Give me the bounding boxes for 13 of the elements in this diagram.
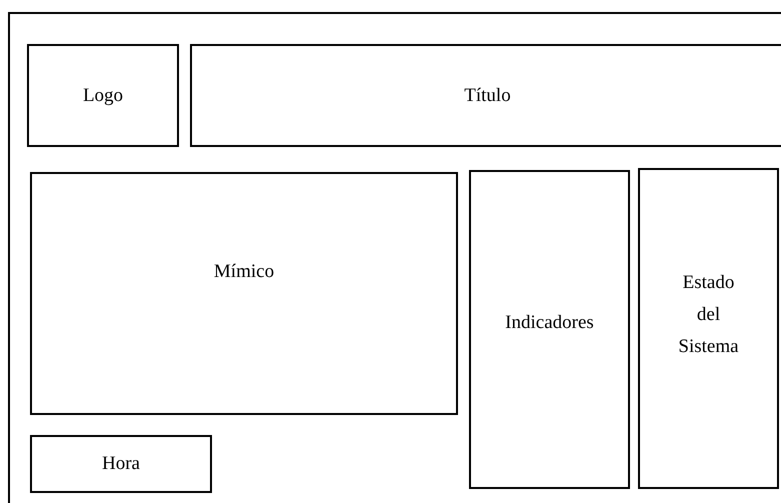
panel-label: Título [464,84,511,108]
panel-label: Mímico [214,260,274,284]
layout-panel [469,170,630,489]
layout-panel [638,168,779,489]
layout-panel [27,44,179,147]
layout-panel [190,44,781,147]
panel-label: Estado del Sistema [677,270,740,358]
panel-label: Logo [82,84,124,108]
layout-panel [30,435,212,493]
panel-label: Indicadores [505,310,594,334]
layout-panel [30,172,458,415]
panel-label: Hora [102,452,140,476]
screen-frame [8,12,781,503]
